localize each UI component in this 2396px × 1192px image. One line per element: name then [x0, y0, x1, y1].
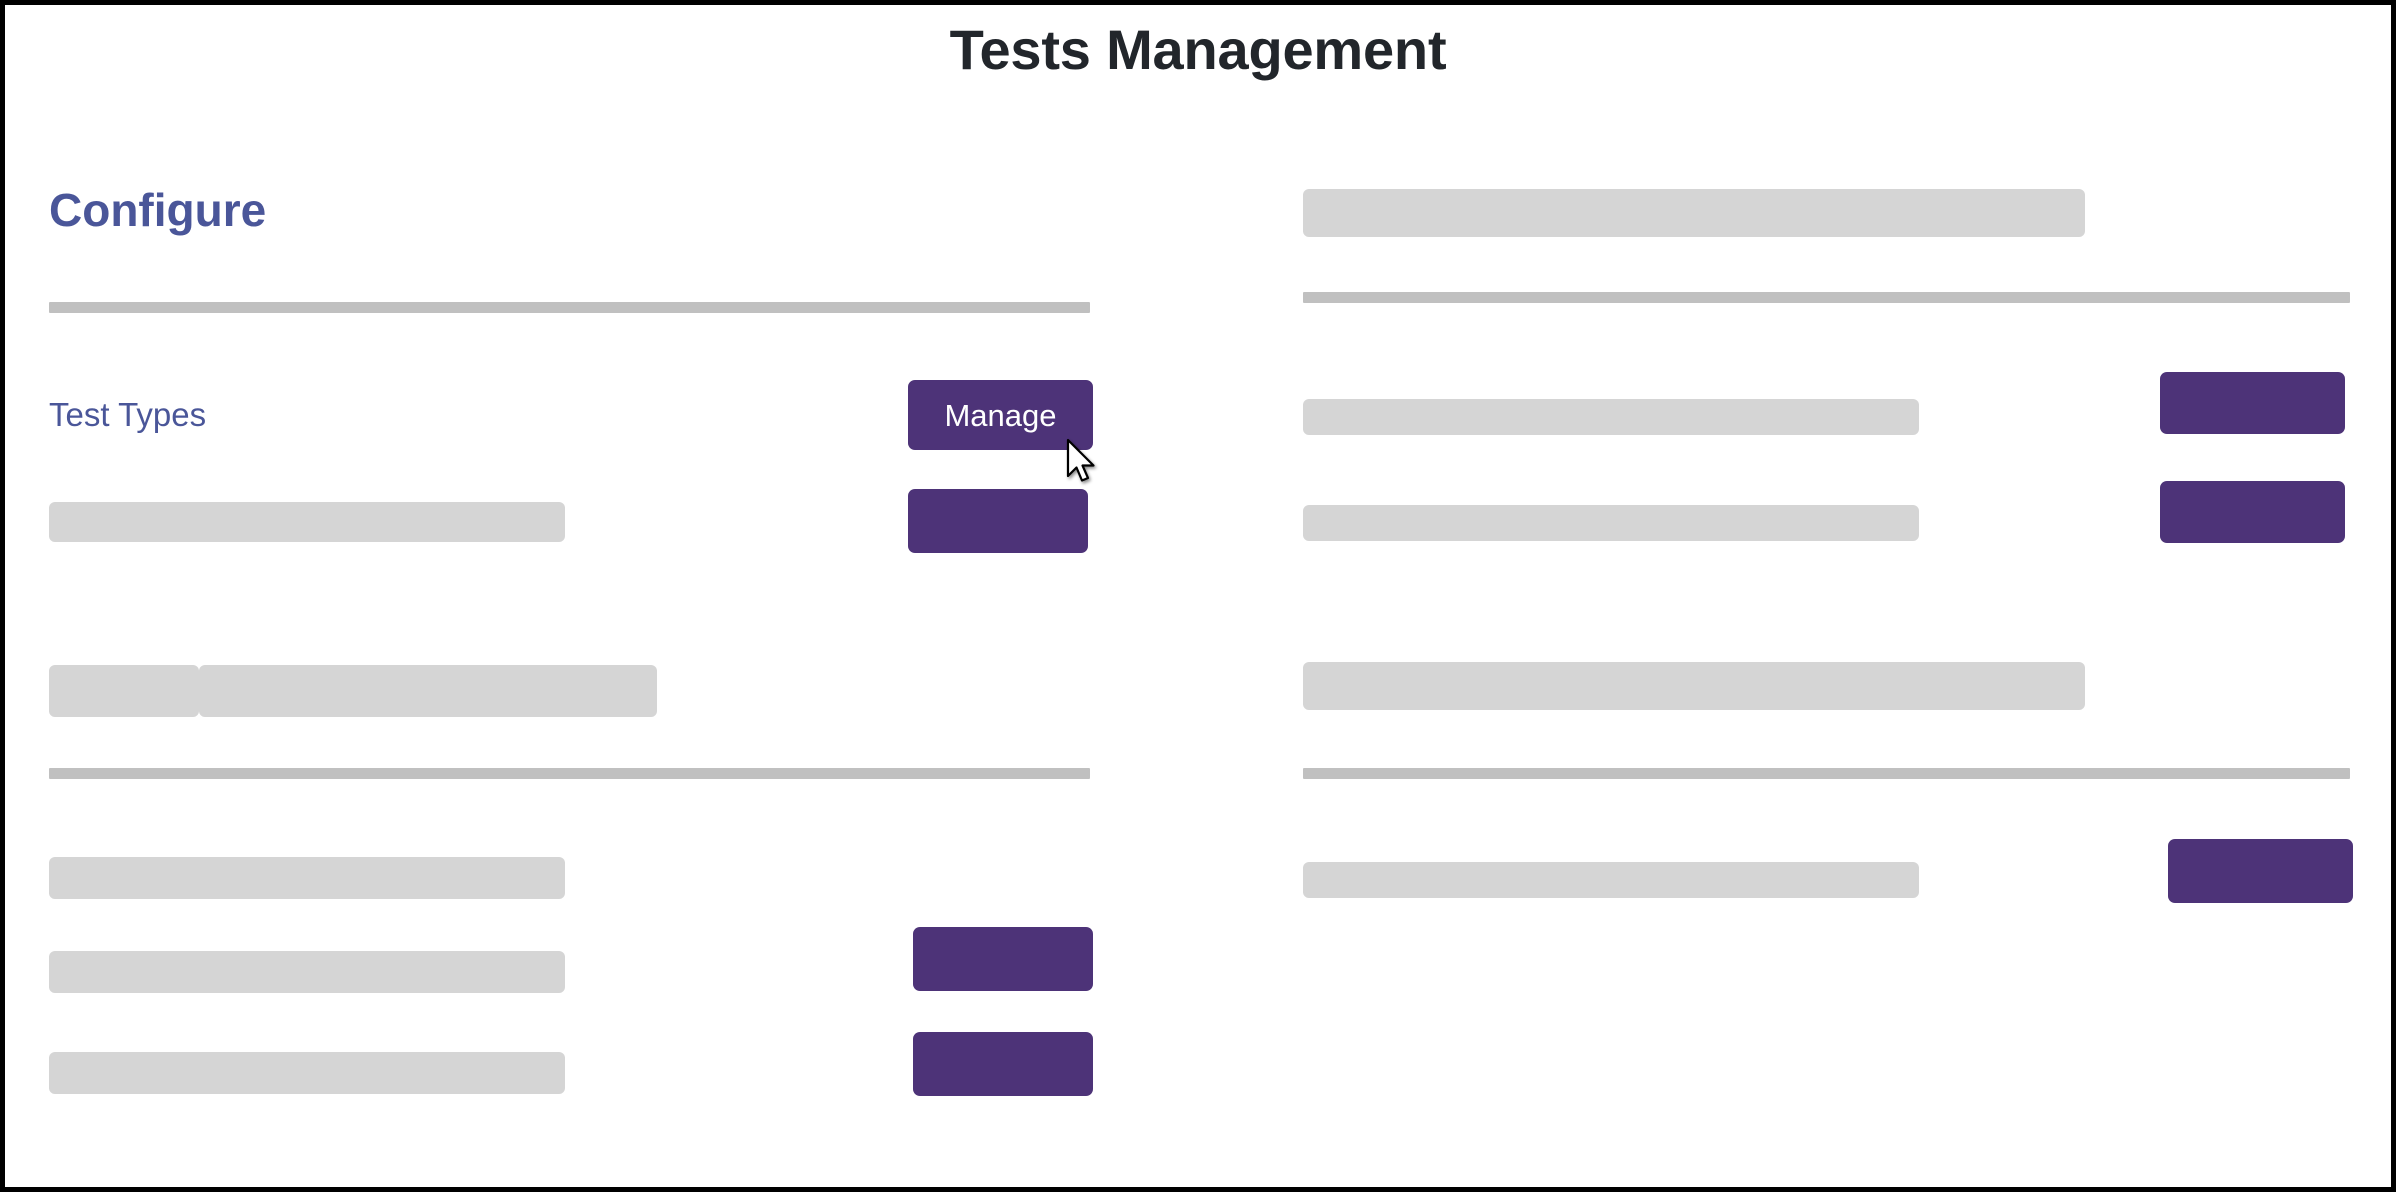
- action-button-right-2[interactable]: [2160, 481, 2345, 543]
- placeholder-bar-2: [49, 665, 199, 717]
- action-button-right-3[interactable]: [2168, 839, 2353, 903]
- action-button-left-2[interactable]: [913, 927, 1093, 991]
- placeholder-bar-3: [199, 665, 657, 717]
- right-divider-1: [1303, 292, 2350, 303]
- right-placeholder-row-1: [1303, 399, 1919, 435]
- right-placeholder-row-3: [1303, 662, 2085, 710]
- action-button-right-1[interactable]: [2160, 372, 2345, 434]
- manage-button[interactable]: Manage: [908, 380, 1093, 450]
- action-button-left-1[interactable]: [908, 489, 1088, 553]
- placeholder-bar-6: [49, 1052, 565, 1094]
- manage-button-label: Manage: [944, 397, 1057, 433]
- right-placeholder-row-2: [1303, 505, 1919, 541]
- configure-heading: Configure: [49, 184, 267, 236]
- action-button-left-3[interactable]: [913, 1032, 1093, 1096]
- right-column: [1185, 5, 2391, 1187]
- placeholder-bar-4: [49, 857, 565, 899]
- right-divider-2: [1303, 768, 2350, 779]
- right-placeholder-header: [1303, 189, 2085, 237]
- test-types-label[interactable]: Test Types: [49, 396, 207, 433]
- placeholder-bar-1: [49, 502, 565, 542]
- placeholder-bar-5: [49, 951, 565, 993]
- section-divider-2: [49, 768, 1090, 779]
- configure-divider: [49, 302, 1090, 313]
- left-column: Configure Test Types Manage: [5, 5, 1185, 1187]
- right-placeholder-row-4: [1303, 862, 1919, 898]
- page-title: Tests Management: [949, 18, 1447, 81]
